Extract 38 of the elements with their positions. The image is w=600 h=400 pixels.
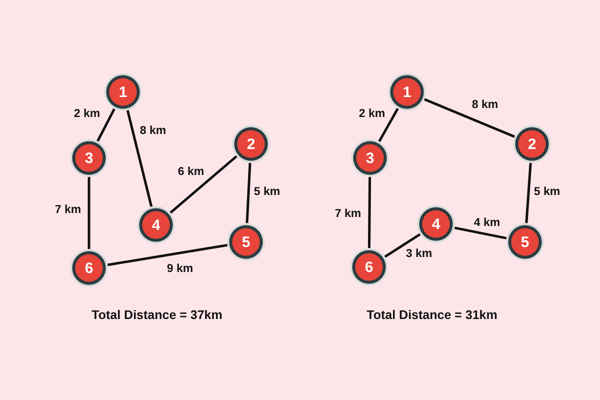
node-circle: 4	[137, 206, 175, 244]
connector-line	[454, 226, 507, 240]
node-circle: 2	[232, 125, 270, 163]
total-distance-label: Total Distance = 31km	[366, 308, 498, 322]
distance-label: 2 km	[74, 108, 100, 120]
total-distance-label: Total Distance = 37km	[92, 308, 222, 322]
connector-line	[108, 244, 228, 266]
distance-label: 7 km	[334, 208, 362, 220]
node-circle: 1	[104, 73, 142, 111]
distance-label: 2 km	[358, 108, 386, 120]
connector-line	[525, 162, 532, 224]
distance-label: 3 km	[406, 248, 432, 260]
distance-label: 9 km	[166, 263, 194, 275]
node-circle: 2	[513, 125, 551, 163]
node-circle: 6	[70, 249, 108, 287]
distance-label: 5 km	[534, 186, 560, 198]
connector-line	[126, 110, 153, 207]
connector-line	[378, 108, 399, 142]
node-circle: 3	[351, 139, 389, 177]
connector-line	[96, 108, 116, 142]
connector-line	[384, 233, 421, 258]
node-circle: 6	[350, 248, 388, 286]
connector-line	[368, 177, 372, 248]
node-circle: 5	[506, 223, 544, 261]
distance-label: 8 km	[140, 125, 166, 137]
connector-line	[424, 98, 515, 138]
node-circle: 5	[227, 223, 265, 261]
distance-label: 5 km	[254, 186, 280, 198]
distance-label: 7 km	[54, 204, 82, 216]
distance-label: 4 km	[474, 217, 500, 229]
node-circle: 3	[70, 139, 108, 177]
distance-label: 6 km	[178, 166, 204, 178]
node-circle: 1	[388, 73, 426, 111]
distance-label: 8 km	[472, 99, 498, 111]
connector-line	[246, 162, 252, 224]
node-circle: 4	[417, 205, 455, 243]
connector-line	[170, 155, 238, 214]
connector-line	[88, 177, 90, 249]
